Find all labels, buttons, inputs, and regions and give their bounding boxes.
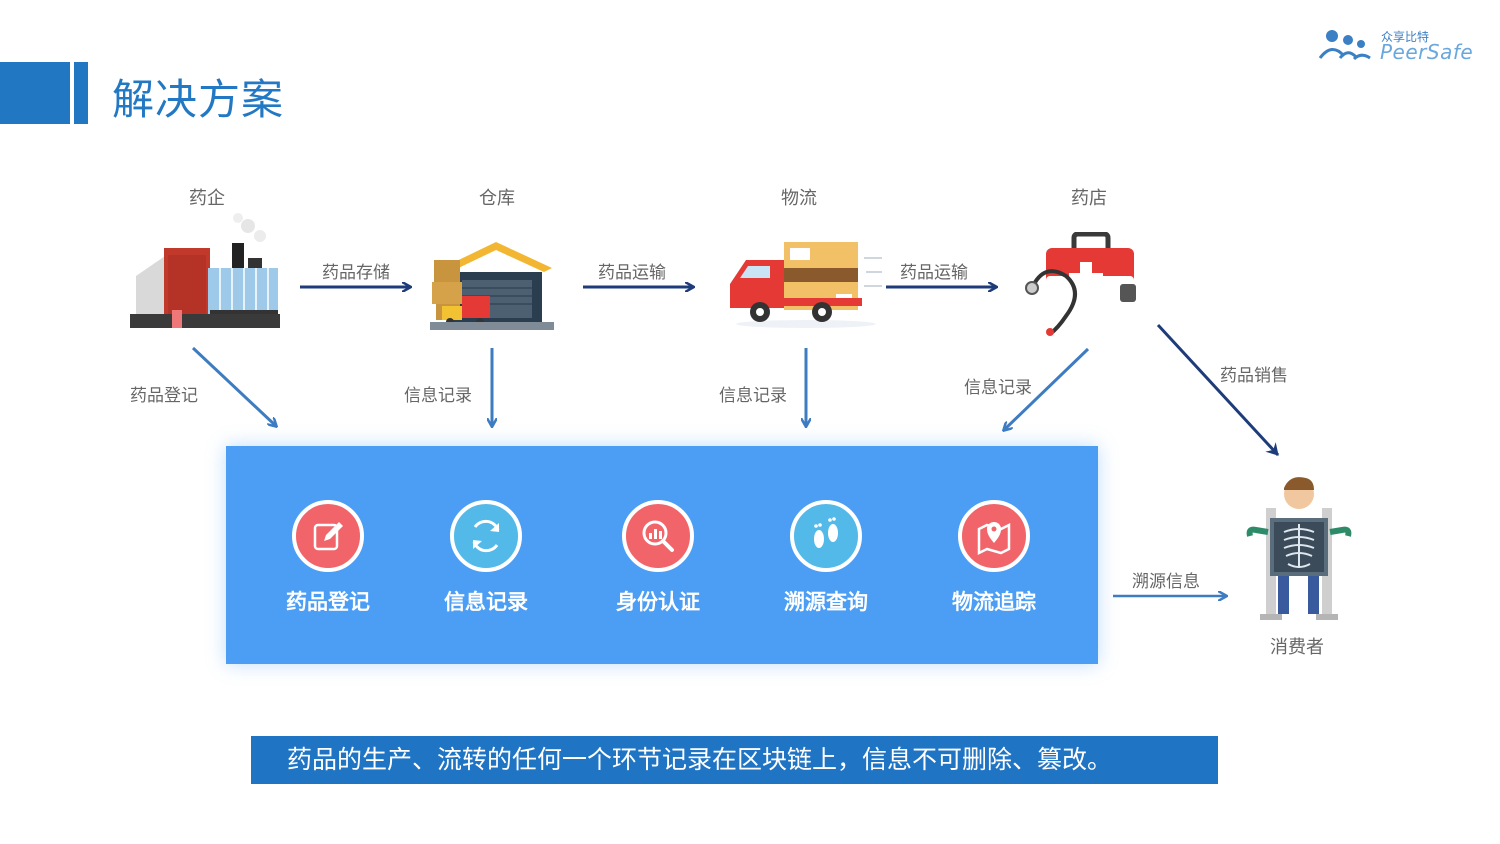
warehouse-icon <box>430 242 554 330</box>
module-info-record[interactable]: 信息记录 <box>431 500 541 616</box>
label-register: 药品登记 <box>130 386 198 406</box>
edit-icon <box>292 500 364 572</box>
footprint-icon <box>790 500 862 572</box>
stage-label-pharma: 药企 <box>189 188 225 209</box>
label-sales: 药品销售 <box>1220 366 1288 386</box>
module-label: 药品登记 <box>286 590 370 614</box>
arrow-sales <box>1156 323 1280 457</box>
delivery-truck-icon <box>730 242 882 328</box>
module-trace-query[interactable]: 溯源查询 <box>771 500 881 616</box>
header-accent-stripe <box>74 62 88 124</box>
arrow-record-3 <box>1004 347 1090 430</box>
map-pin-icon <box>958 500 1030 572</box>
label-trace: 溯源信息 <box>1132 572 1200 592</box>
module-label: 溯源查询 <box>784 590 868 614</box>
stage-label-pharmacy: 药店 <box>1071 188 1107 209</box>
summary-banner: 药品的生产、流转的任何一个环节记录在区块链上，信息不可删除、篡改。 <box>251 736 1218 784</box>
label-storage: 药品存储 <box>322 263 390 283</box>
arrow-register <box>191 346 276 426</box>
module-label: 身份认证 <box>616 590 700 614</box>
consumer-label: 消费者 <box>1270 637 1324 658</box>
refresh-icon <box>450 500 522 572</box>
label-record-2: 信息记录 <box>719 386 787 406</box>
chart-search-icon <box>622 500 694 572</box>
header-accent-bar <box>0 62 70 124</box>
label-transport-1: 药品运输 <box>598 263 666 283</box>
module-drug-registration[interactable]: 药品登记 <box>273 500 383 616</box>
label-record-3: 信息记录 <box>964 378 1032 398</box>
first-aid-kit-icon <box>1025 232 1136 336</box>
logo-english-name: PeerSafe <box>1380 40 1474 64</box>
module-identity-auth[interactable]: 身份认证 <box>603 500 713 616</box>
consumer-xray-icon <box>1246 477 1352 620</box>
peersafe-logo-icon <box>1318 30 1371 61</box>
factory-icon <box>130 213 280 328</box>
module-label: 信息记录 <box>444 590 528 614</box>
page-title: 解决方案 <box>112 75 285 124</box>
logo-chinese-name: 众享比特 <box>1381 30 1430 44</box>
module-logistics-tracking[interactable]: 物流追踪 <box>939 500 1049 616</box>
module-label: 物流追踪 <box>952 590 1036 614</box>
stage-label-logistics: 物流 <box>781 188 817 209</box>
label-record-1: 信息记录 <box>404 386 472 406</box>
stage-label-warehouse: 仓库 <box>479 188 515 209</box>
label-transport-2: 药品运输 <box>900 263 968 283</box>
